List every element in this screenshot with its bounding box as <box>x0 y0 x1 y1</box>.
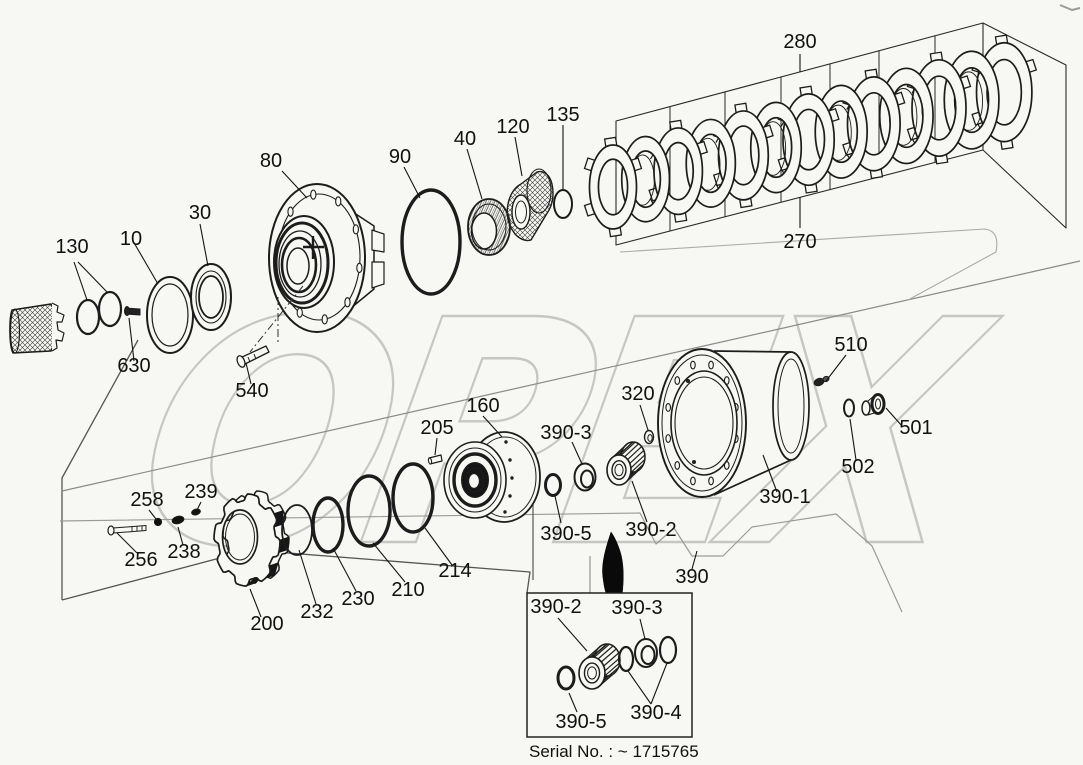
part-10-seal <box>146 276 194 354</box>
part-501-plug <box>861 393 886 416</box>
part-label-160: 160 <box>466 395 499 417</box>
part-80-hub <box>249 183 385 353</box>
part-label-270: 270 <box>783 231 816 253</box>
inset-390-parts <box>556 635 678 691</box>
part-130-orings <box>75 290 123 336</box>
part-320-ring <box>643 429 655 445</box>
part-256-bolt <box>107 525 147 536</box>
part-135-ring <box>553 189 573 219</box>
inset-label-390-5: 390-5 <box>555 711 606 733</box>
part-label-390-5: 390-5 <box>540 523 591 545</box>
part-label-510: 510 <box>834 334 867 356</box>
part-labels-layer: 130 10 30 80 90 40 120 135 280 270 630 5… <box>55 31 932 761</box>
part-40-bearing <box>467 198 511 256</box>
part-label-390-1: 390-1 <box>759 486 810 508</box>
part-label-10: 10 <box>120 228 142 250</box>
disc-pack-280-270 <box>583 34 1038 238</box>
part-238-pin <box>171 515 185 525</box>
part-630-screw <box>124 306 141 316</box>
part-label-258: 258 <box>130 489 163 511</box>
part-label-320: 320 <box>621 383 654 405</box>
part-120-bearing-cup <box>506 168 554 242</box>
part-214-ring <box>391 462 435 534</box>
part-390-2-coupling <box>606 441 646 486</box>
part-label-214: 214 <box>438 560 471 582</box>
part-30-seal <box>190 263 232 331</box>
part-label-256: 256 <box>124 549 157 571</box>
part-label-501: 501 <box>899 417 932 439</box>
leader-lines-layer <box>73 54 903 713</box>
shaft-end <box>9 302 65 354</box>
part-label-40: 40 <box>454 128 476 150</box>
part-label-390-2: 390-2 <box>625 519 676 541</box>
part-258-ball <box>153 517 163 527</box>
part-210-ring <box>346 474 392 548</box>
part-90-ring <box>400 188 462 296</box>
part-label-280: 280 <box>783 31 816 53</box>
inset-label-390-3: 390-3 <box>611 597 662 619</box>
part-160-cap <box>443 431 541 523</box>
part-label-502: 502 <box>841 456 874 478</box>
part-label-90: 90 <box>389 146 411 168</box>
part-label-232: 232 <box>300 601 333 623</box>
part-label-540: 540 <box>235 380 268 402</box>
part-label-130: 130 <box>55 236 88 258</box>
part-502-oring <box>843 398 855 418</box>
part-label-200: 200 <box>250 613 283 635</box>
part-390-5-ring <box>544 473 562 497</box>
part-label-80: 80 <box>260 150 282 172</box>
part-label-238: 238 <box>167 541 200 563</box>
part-label-30: 30 <box>189 202 211 224</box>
diagram-parts-layer <box>9 4 1081 738</box>
part-label-210: 210 <box>391 579 424 601</box>
part-label-239: 239 <box>184 481 217 503</box>
part-label-230: 230 <box>341 588 374 610</box>
part-label-205: 205 <box>420 417 453 439</box>
part-540-bolt <box>236 345 270 368</box>
part-390-3-seal <box>573 462 597 492</box>
serial-number: Serial No. : ~ 1715765 <box>529 742 699 761</box>
part-205-pin <box>427 454 443 465</box>
part-239-pin <box>191 508 201 516</box>
part-label-390: 390 <box>675 566 708 588</box>
part-label-630: 630 <box>117 355 150 377</box>
part-390-1-drum <box>657 348 810 498</box>
part-label-135: 135 <box>546 104 579 126</box>
part-label-390-3: 390-3 <box>540 422 591 444</box>
part-230-ring <box>311 496 345 554</box>
inset-label-390-2: 390-2 <box>530 596 581 618</box>
inset-label-390-4: 390-4 <box>630 702 681 724</box>
part-label-120: 120 <box>496 116 529 138</box>
part-200-retainer <box>213 490 290 587</box>
